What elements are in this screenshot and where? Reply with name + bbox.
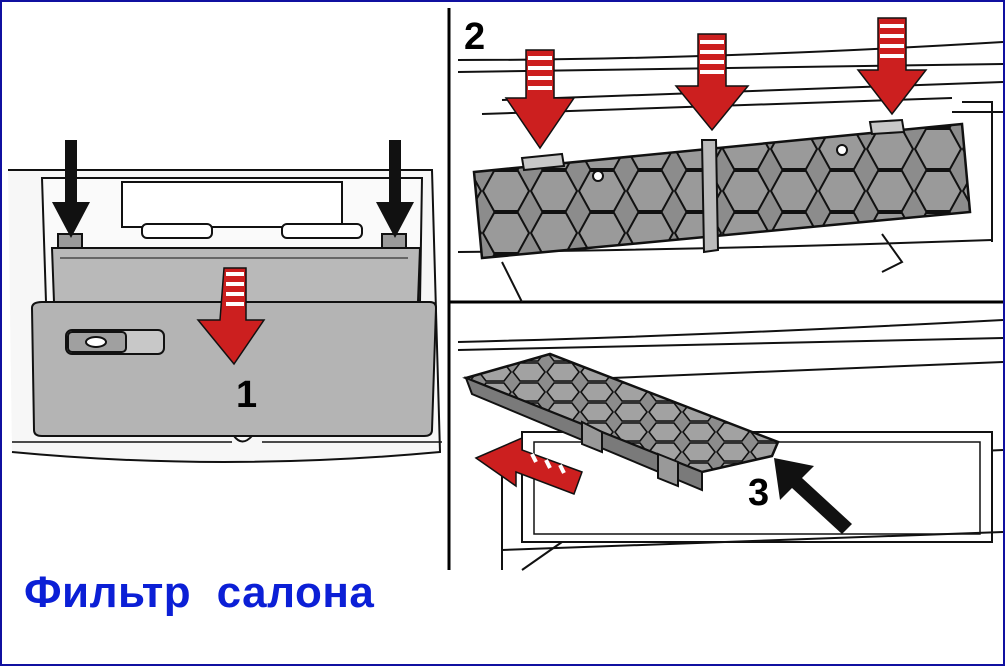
step-number-3: 3 — [748, 472, 770, 514]
down-arrow-icon — [52, 140, 90, 238]
cabin-filter-top — [472, 118, 972, 260]
red-striped-arrow-icon — [674, 33, 750, 132]
down-arrow-icon — [376, 140, 414, 238]
red-striped-arrow-icon — [196, 267, 266, 366]
red-striped-arrow-icon — [504, 49, 576, 150]
caption-title: Фильтр салона — [24, 568, 375, 617]
cabin-filter-bottom — [462, 352, 780, 492]
pointer-arrow-icon — [774, 458, 852, 534]
red-striped-arrow-icon — [474, 436, 583, 495]
red-striped-arrow-icon — [856, 17, 928, 116]
step-number-2: 2 — [464, 16, 486, 58]
step-number-1: 1 — [236, 374, 258, 416]
